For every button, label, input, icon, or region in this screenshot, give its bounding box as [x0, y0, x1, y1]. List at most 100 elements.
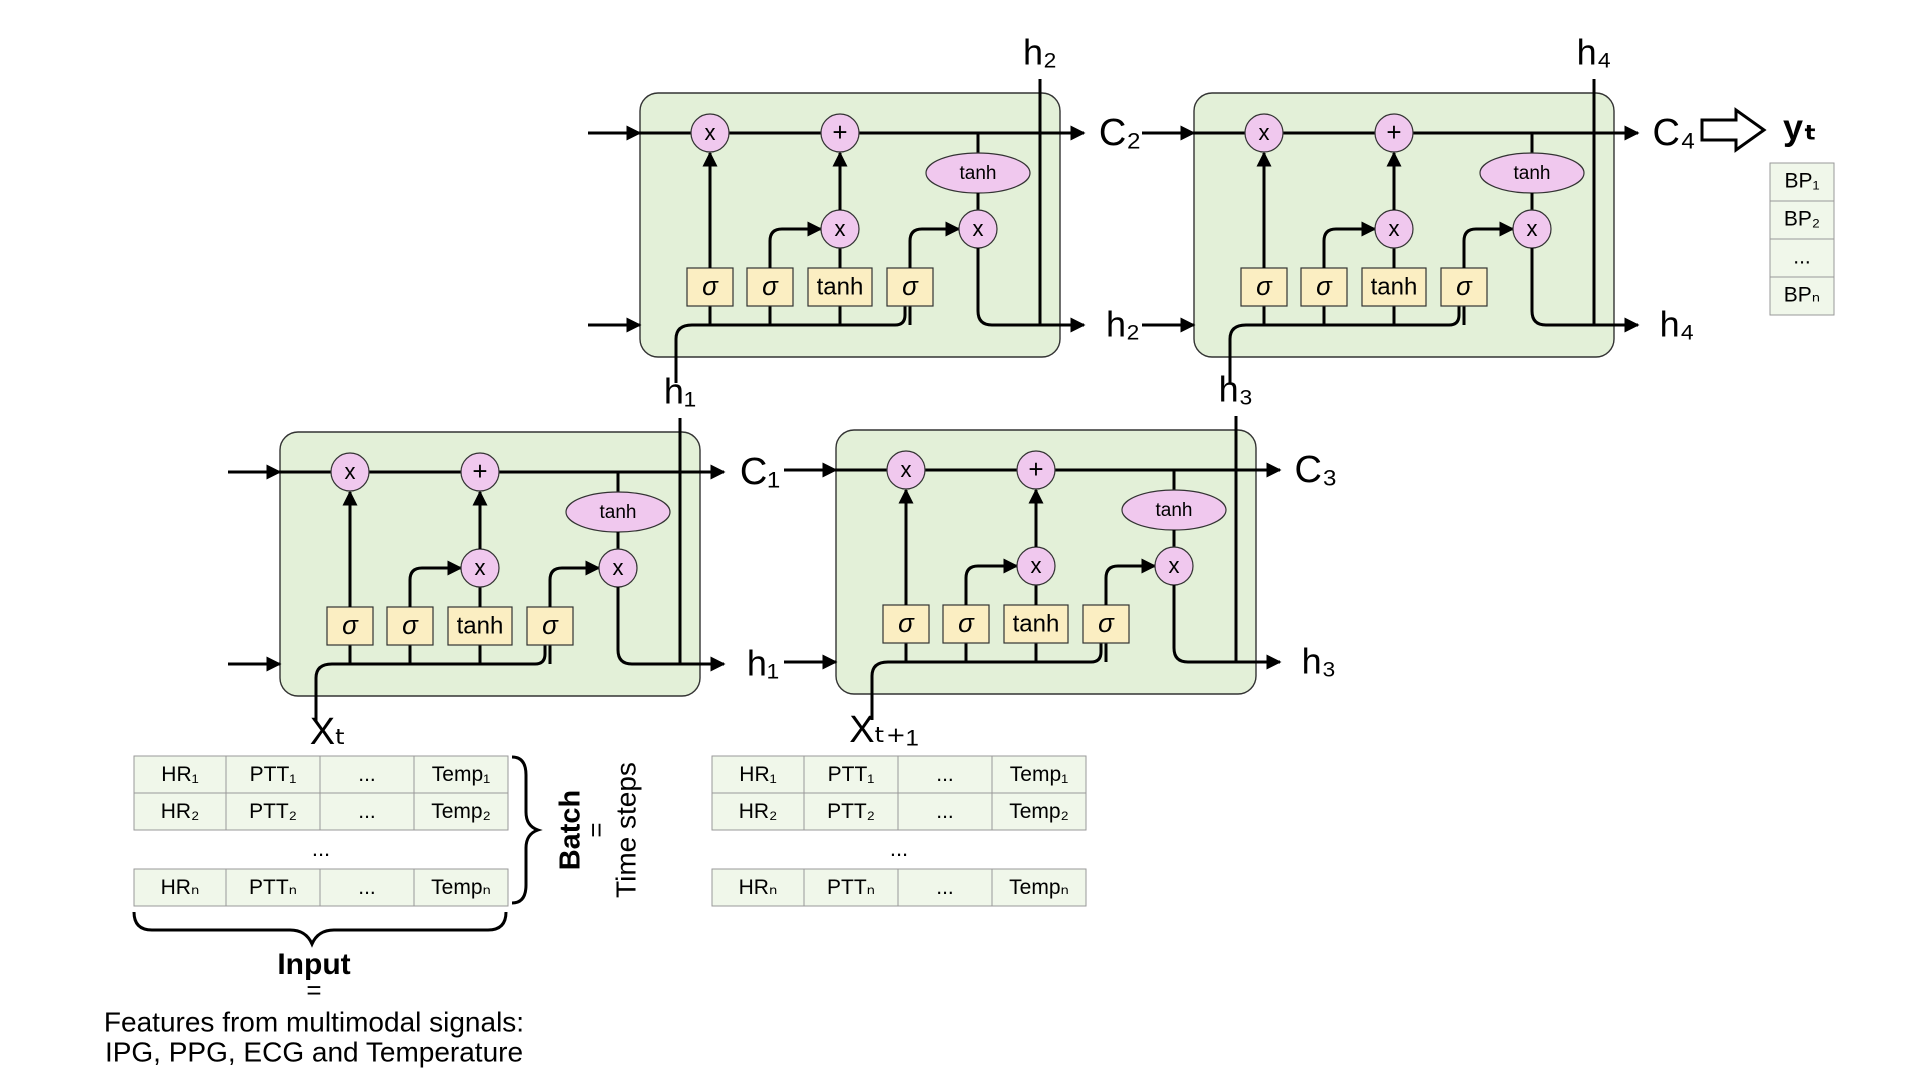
- multiply-op-label: x: [1389, 216, 1400, 241]
- table-cell-label: Tempₙ: [431, 876, 491, 899]
- table-cell: [413, 868, 509, 907]
- table-cell-label: HR₂: [161, 800, 199, 823]
- table-cell-label: ...: [936, 800, 954, 823]
- cell-state-label: C₃: [1295, 449, 1338, 491]
- gate-box: [746, 267, 794, 307]
- table-cell: [803, 792, 899, 831]
- gate-sigma-label: σ: [902, 271, 919, 301]
- bottom-brace-icon: [132, 911, 508, 948]
- hidden-output-arrow: [616, 587, 726, 672]
- multiply-op-label: x: [475, 555, 486, 580]
- multiply-op-label: x: [1527, 216, 1538, 241]
- multiply-op-label: x: [613, 555, 624, 580]
- hidden-output-arrow: [976, 248, 1086, 333]
- table-cell-label: Temp₁: [1010, 763, 1068, 786]
- gate-sigma-label: σ: [898, 608, 915, 638]
- cell-state-label: C₁: [740, 451, 780, 493]
- table-cell-label: HRₙ: [739, 876, 778, 899]
- gate-input-bus: [350, 642, 547, 666]
- multiply-op-label: x: [345, 459, 356, 484]
- gate-tanh-label: tanh: [1371, 273, 1418, 300]
- add-op-label: +: [1028, 454, 1043, 484]
- output-y-label: yₜ: [1783, 107, 1817, 148]
- table-cell-label: ...: [358, 800, 376, 823]
- multiply-op-label: x: [705, 120, 716, 145]
- gate-sigma-label: σ: [1316, 271, 1333, 301]
- table-cell: [319, 868, 415, 907]
- gate-input-bus: [906, 640, 1103, 664]
- add-op-label: +: [832, 117, 847, 147]
- table-cell: [991, 868, 1087, 907]
- hidden-state-label: h₃: [1302, 641, 1337, 682]
- table-cell-label: PTT₁: [250, 763, 297, 786]
- cell-state-label: C₄: [1653, 112, 1696, 154]
- gate-sigma-label: σ: [1256, 271, 1273, 301]
- table-cell-label: HR₁: [161, 763, 198, 786]
- table-cell: [133, 755, 227, 794]
- table-cell-label: ...: [936, 763, 954, 786]
- table-cell: [133, 792, 227, 831]
- table-cell-label: Temp₂: [1009, 800, 1069, 823]
- table-cell: [225, 792, 321, 831]
- gate-box: [1003, 604, 1069, 644]
- x-input-wire: [314, 662, 350, 722]
- tanh-op-label: tanh: [960, 163, 997, 184]
- hidden-up-label: h₄: [1577, 32, 1612, 73]
- output-cell-label: BP₂: [1784, 208, 1820, 231]
- input-gate-wire: [1322, 221, 1377, 268]
- batch-subtitle: Time steps: [610, 762, 641, 898]
- table-gap-label: ...: [312, 836, 330, 861]
- output-cell-label: BPₙ: [1784, 284, 1820, 307]
- gate-box: [942, 604, 990, 644]
- table-cell: [711, 792, 805, 831]
- table-cell-label: Tempₙ: [1009, 876, 1069, 899]
- input-gate-wire: [964, 558, 1019, 605]
- input-x-label: Xₜ: [310, 711, 347, 753]
- input-title: Input: [277, 948, 350, 981]
- table-cell-label: HR₂: [739, 800, 777, 823]
- gate-box: [1240, 267, 1288, 307]
- output-gate-wire: [1462, 221, 1515, 268]
- gate-sigma-label: σ: [702, 271, 719, 301]
- gate-sigma-label: σ: [1456, 271, 1473, 301]
- table-cell: [897, 792, 993, 831]
- input-description-line-1: Features from multimodal signals:: [104, 1006, 524, 1037]
- table-cell: [319, 755, 415, 794]
- x-input-wire: [674, 323, 710, 383]
- multiply-op: [1244, 113, 1284, 153]
- multiply-op: [886, 450, 926, 490]
- table-cell: [803, 868, 899, 907]
- output-cell: [1769, 200, 1835, 240]
- multiply-op-label: x: [901, 457, 912, 482]
- table-cell-label: PTTₙ: [827, 876, 875, 899]
- batch-equals: =: [581, 822, 611, 837]
- output-cell-label: BP₁: [1784, 170, 1819, 193]
- add-op-label: +: [472, 456, 487, 486]
- gate-input-bus: [1264, 303, 1461, 327]
- input-x-label: Xₜ₊₁: [849, 709, 918, 751]
- cell-state-label: C₂: [1099, 112, 1141, 154]
- gate-box: [386, 606, 434, 646]
- hollow-right-arrow-icon: [1700, 107, 1767, 153]
- table-cell-label: Temp₁: [432, 763, 490, 786]
- gate-sigma-label: σ: [542, 610, 559, 640]
- gate-sigma-label: σ: [342, 610, 359, 640]
- table-cell-label: HRₙ: [161, 876, 200, 899]
- input-brace: Input=Features from multimodal signals:I…: [104, 911, 524, 1067]
- gate-tanh-label: tanh: [817, 273, 864, 300]
- table-cell: [413, 755, 509, 794]
- tanh-op-label: tanh: [1514, 163, 1551, 184]
- table-cell-label: PTT₁: [828, 763, 875, 786]
- multiply-op: [330, 452, 370, 492]
- gate-box: [526, 606, 574, 646]
- gate-sigma-label: σ: [402, 610, 419, 640]
- input-gate-wire: [408, 560, 463, 607]
- gate-tanh-label: tanh: [457, 612, 504, 639]
- hidden-up-label: h₂: [1023, 32, 1057, 73]
